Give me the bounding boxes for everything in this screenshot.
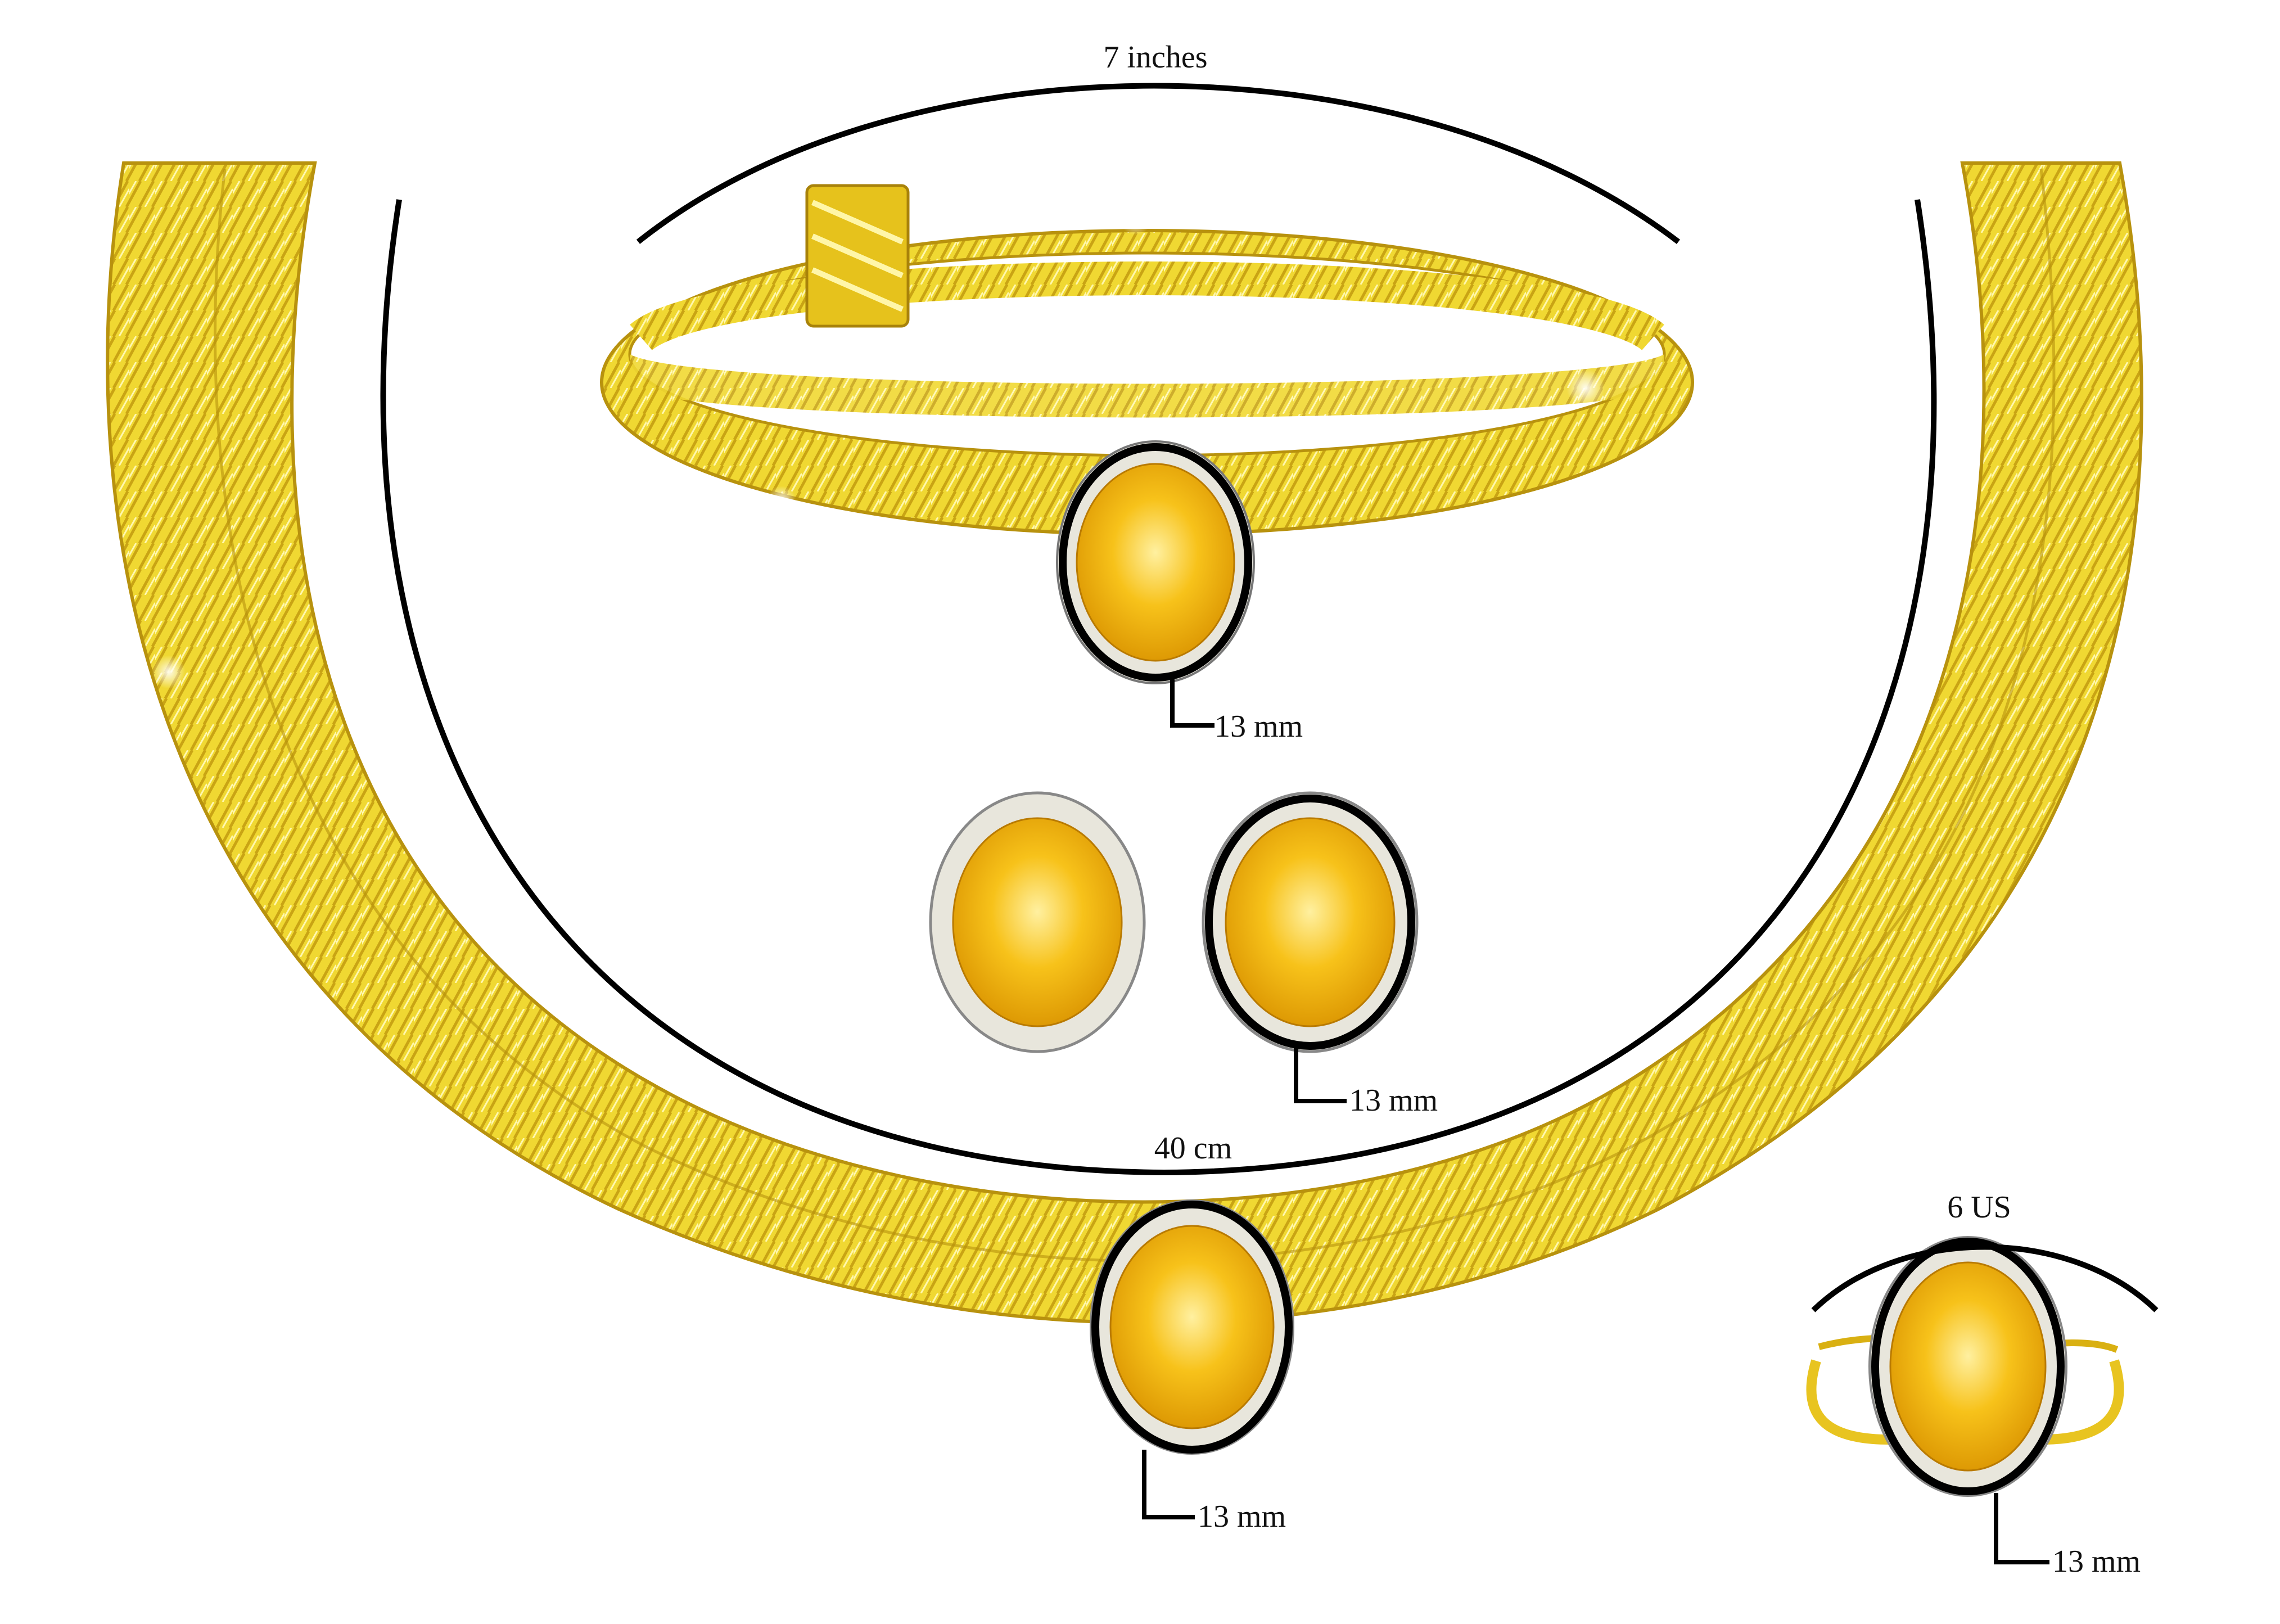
- ring-size-label: 6 US: [1947, 1190, 2011, 1225]
- necklace-gem: [1090, 1199, 1294, 1455]
- ring-stone-callout: [1994, 1493, 2049, 1564]
- bracelet-size-arc: [636, 83, 1681, 244]
- ring-size-arc: [1811, 1244, 2159, 1312]
- necklace-stone-label: 13 mm: [1198, 1499, 1286, 1534]
- earring-stone-callout: [1294, 1046, 1347, 1103]
- sparkle-decorations: [152, 204, 1605, 1260]
- earring-right: [1202, 791, 1419, 1053]
- ring-stone-label: 13 mm: [2052, 1544, 2141, 1579]
- necklace-stone-callout: [1142, 1450, 1195, 1519]
- necklace-length-label: 40 cm: [1154, 1131, 1232, 1166]
- necklace-size-arc: [380, 199, 1937, 1176]
- bracelet-gem: [1056, 440, 1255, 684]
- earring-stone-label: 13 mm: [1349, 1083, 1438, 1118]
- ring: [1806, 1236, 2124, 1497]
- earring-left: [929, 791, 1146, 1053]
- bracelet-stone-callout: [1170, 678, 1215, 728]
- bracelet-stone-label: 13 mm: [1215, 709, 1303, 744]
- bracelet: [600, 184, 1694, 536]
- bracelet-length-label: 7 inches: [1103, 40, 1207, 75]
